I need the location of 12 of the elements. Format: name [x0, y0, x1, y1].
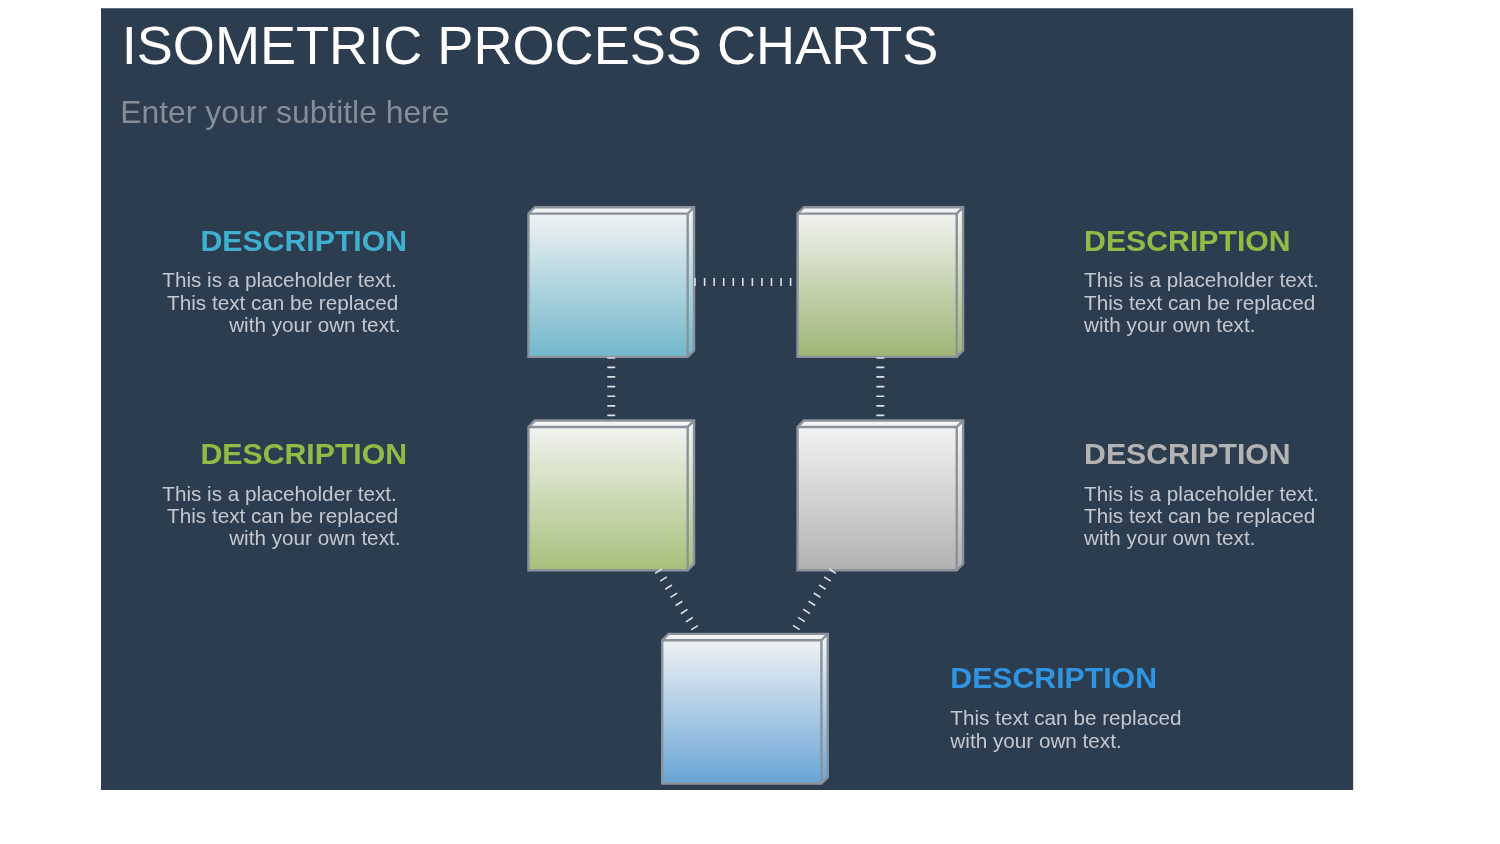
node-label: This is a placeholder text. This text can be replaced with your own text.: [162, 481, 401, 550]
label: Enter your subtitle here: [120, 93, 450, 130]
node-label: DESCRIPTION: [950, 661, 1157, 695]
node-label: This text can be replaced with your own text.: [950, 706, 1182, 752]
node-label: DESCRIPTION: [200, 223, 408, 257]
node-label: This is a placeholder text. This text can be replaced with your own text.: [162, 268, 401, 337]
node-label: DESCRIPTION: [1084, 436, 1291, 470]
node-label: DESCRIPTION: [200, 436, 408, 470]
node-label: This is a placeholder text. This text can be replaced with your own text.: [1084, 268, 1319, 337]
diagram-title: ISOMETRIC PROCESS CHARTS: [121, 15, 939, 76]
node-label: DESCRIPTION: [1084, 223, 1291, 257]
node-label: This is a placeholder text. This text can be replaced with your own text.: [1084, 481, 1319, 550]
